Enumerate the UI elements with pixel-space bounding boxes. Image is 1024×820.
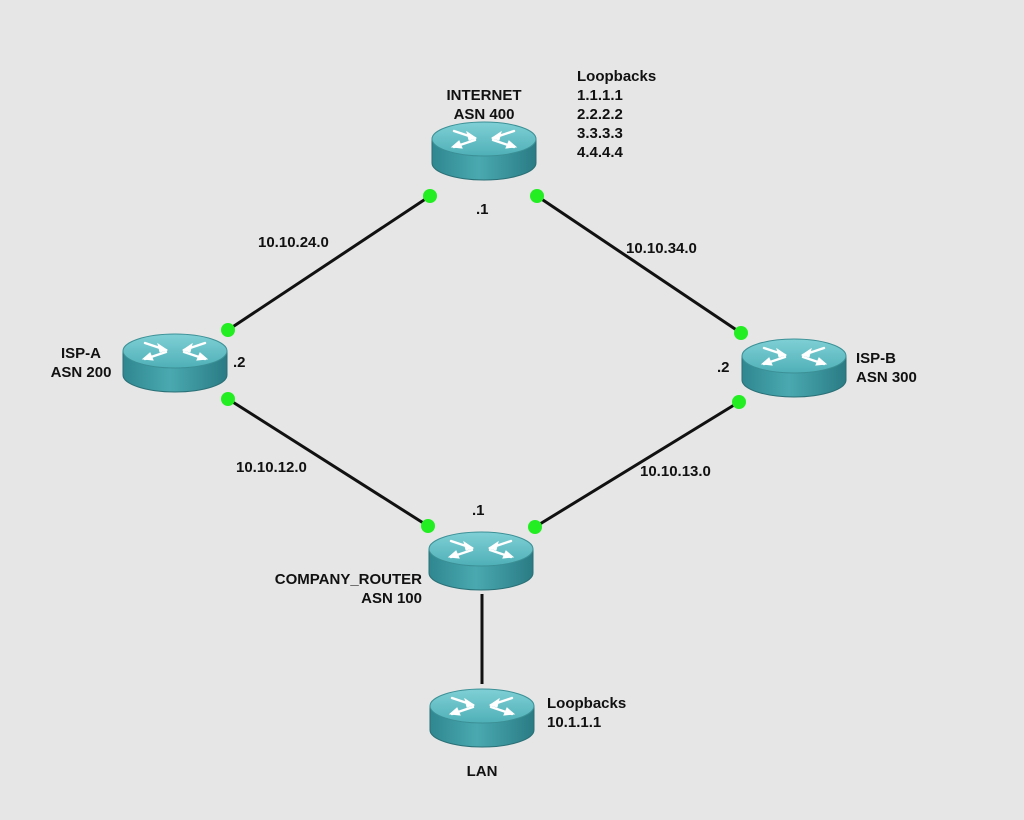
lan-loopbacks: Loopbacks 10.1.1.1 (547, 694, 626, 732)
internet-loopbacks: Loopbacks 1.1.1.1 2.2.2.2 3.3.3.3 4.4.4.… (577, 67, 656, 162)
loopback-address: 3.3.3.3 (577, 125, 623, 142)
router-name: INTERNET (446, 87, 522, 104)
link-label-10-10-34-0: 10.10.34.0 (626, 240, 697, 257)
loopback-address: 10.1.1.1 (547, 714, 602, 731)
port-indicator (421, 519, 435, 533)
router-name: LAN (466, 763, 498, 780)
router-name: ISP-B (856, 350, 897, 367)
port-indicator (732, 395, 746, 409)
router-asn: ASN 100 (361, 590, 422, 607)
link-internet-isp-b[interactable] (536, 194, 742, 335)
port-indicators (221, 189, 748, 534)
company-router-label: COMPANY_ROUTER ASN 100 (250, 570, 422, 608)
router-name: COMPANY_ROUTER (274, 571, 422, 588)
loopbacks-title: Loopbacks (577, 68, 657, 85)
loopback-address: 4.4.4.4 (577, 144, 623, 161)
loopback-address: 2.2.2.2 (577, 106, 623, 123)
port-indicator (423, 189, 437, 203)
link-label-10-10-12-0: 10.10.12.0 (236, 459, 307, 476)
router-icon-isp-a[interactable] (121, 332, 229, 394)
port-indicator (734, 326, 748, 340)
links (227, 194, 742, 684)
port-indicator (221, 392, 235, 406)
router-asn: ASN 400 (453, 106, 515, 123)
router-asn: ASN 300 (856, 369, 917, 386)
interface-label-isp-b: .2 (717, 359, 730, 376)
link-isp-b-company[interactable] (534, 400, 740, 529)
isp-a-router-label: ISP-A ASN 200 (36, 344, 126, 382)
link-label-10-10-24-0: 10.10.24.0 (258, 234, 329, 251)
interface-label-internet: .1 (476, 201, 489, 218)
loopbacks-title: Loopbacks (547, 695, 627, 712)
port-indicator (530, 189, 544, 203)
loopback-address: 1.1.1.1 (577, 87, 623, 104)
link-isp-a-company[interactable] (227, 397, 429, 528)
router-icon-company[interactable] (427, 530, 535, 592)
port-indicator (528, 520, 542, 534)
link-label-10-10-13-0: 10.10.13.0 (640, 463, 711, 480)
internet-router-label: INTERNET ASN 400 (434, 86, 534, 124)
lan-router-label: LAN (452, 762, 512, 781)
router-icon-lan[interactable] (428, 687, 536, 749)
router-name: ISP-A (60, 345, 101, 362)
router-icon-isp-b[interactable] (740, 337, 848, 399)
link-internet-isp-a[interactable] (227, 194, 431, 332)
interface-label-company: .1 (472, 502, 485, 519)
router-asn: ASN 200 (50, 364, 112, 381)
port-indicator (221, 323, 235, 337)
router-icon-internet[interactable] (430, 120, 538, 182)
isp-b-router-label: ISP-B ASN 300 (856, 349, 946, 387)
interface-label-isp-a: .2 (233, 354, 246, 371)
